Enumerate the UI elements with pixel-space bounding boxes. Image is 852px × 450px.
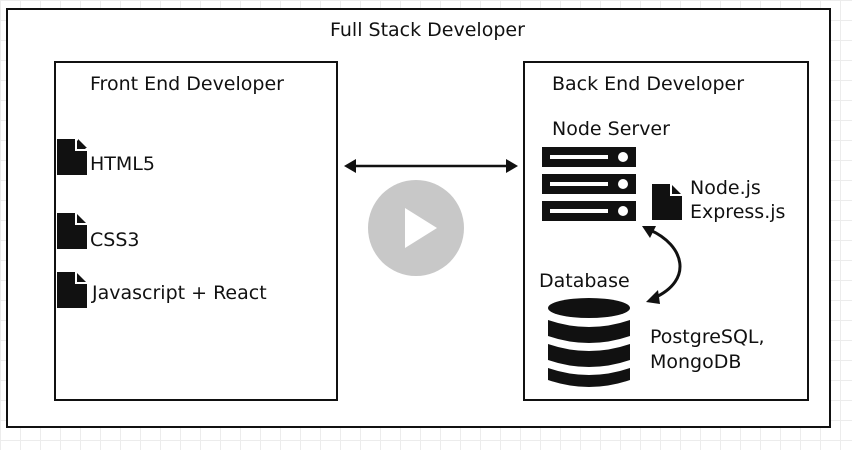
back-end-box xyxy=(523,61,809,401)
server-icon xyxy=(542,147,636,221)
curved-bidirectional-arrow xyxy=(642,226,682,304)
front-end-heading: Front End Developer xyxy=(90,73,284,95)
database-mongodb-label: MongoDB xyxy=(650,351,742,373)
bidirectional-arrow xyxy=(344,159,518,173)
database-postgresql-label: PostgreSQL, xyxy=(650,326,765,348)
database-icon xyxy=(548,298,630,387)
runtime-expressjs-label: Express.js xyxy=(690,201,786,223)
database-label: Database xyxy=(539,270,630,292)
document-icon xyxy=(57,213,87,249)
runtime-nodejs-label: Node.js xyxy=(690,177,761,199)
back-end-heading: Back End Developer xyxy=(552,73,745,95)
document-icon xyxy=(57,272,87,308)
document-icon xyxy=(57,139,87,175)
document-icon xyxy=(652,184,682,220)
node-server-label: Node Server xyxy=(552,118,670,140)
front-end-item-html5: HTML5 xyxy=(90,153,155,175)
front-end-box xyxy=(54,61,338,401)
front-end-item-javascript-react: Javascript + React xyxy=(92,282,267,304)
front-end-item-css3: CSS3 xyxy=(90,229,140,251)
play-icon[interactable] xyxy=(368,180,464,276)
diagram-title: Full Stack Developer xyxy=(330,19,525,41)
